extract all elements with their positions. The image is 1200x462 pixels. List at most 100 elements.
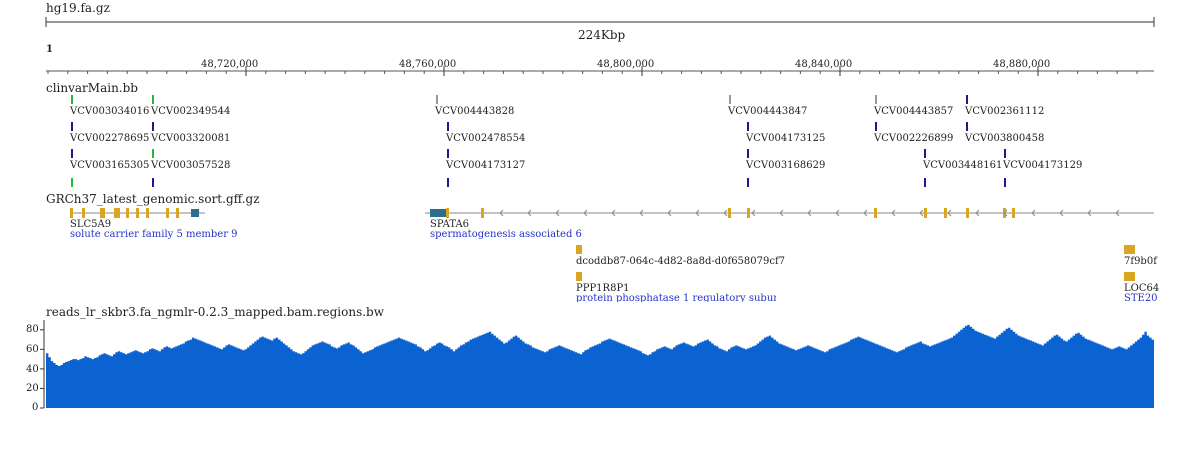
- strand-arrow: [751, 209, 756, 217]
- gene-name[interactable]: SLC5A9: [70, 219, 112, 230]
- gene-desc-clip: STE20: [1124, 293, 1164, 302]
- y-tick-label: 20: [26, 383, 39, 394]
- variant-label[interactable]: VCV003168629: [746, 160, 826, 171]
- ruler-tick-label: 48,800,000: [597, 59, 655, 70]
- track-label-genes[interactable]: GRCh37_latest_genomic.sort.gff.gz: [46, 192, 260, 206]
- exon: [728, 208, 731, 218]
- strand-arrow: [1087, 209, 1092, 217]
- variant-mark: [966, 95, 968, 104]
- exon: [126, 208, 129, 218]
- variant-mark: [152, 122, 154, 131]
- variant-label[interactable]: VCV004173127: [446, 160, 526, 171]
- utr: [191, 209, 199, 217]
- track-label-clinvar[interactable]: clinvarMain.bb: [46, 81, 138, 95]
- variant-label[interactable]: VCV004173129: [1003, 160, 1083, 171]
- variant-label[interactable]: VCV004173125: [746, 133, 826, 144]
- variant-label[interactable]: VCV002478554: [446, 133, 526, 144]
- gene-name[interactable]: dcoddb87-064c-4d82-8a8d-d0f658079cf7: [576, 256, 786, 267]
- exon: [100, 208, 105, 218]
- variant-label[interactable]: VCV002349544: [151, 106, 231, 117]
- strand-arrow: [667, 209, 672, 217]
- gene-name[interactable]: LOC64: [1124, 283, 1160, 294]
- strand-arrow: [779, 209, 784, 217]
- exon: [446, 208, 449, 218]
- gene-name[interactable]: PPP1R8P1: [576, 283, 630, 294]
- y-tick-label: 80: [26, 324, 39, 335]
- variant-mark: [152, 149, 154, 158]
- exon: [82, 208, 85, 218]
- exon: [874, 208, 877, 218]
- gene-block: [1124, 272, 1135, 281]
- strand-arrow: [807, 209, 812, 217]
- track-label-coverage[interactable]: reads_lr_skbr3.fa_ngmlr-0.2.3_mapped.bam…: [46, 305, 385, 319]
- strand-arrow: [1115, 209, 1120, 217]
- strand-arrow: [863, 209, 868, 217]
- variant-mark: [924, 149, 926, 158]
- ruler-tick-label: 48,880,000: [993, 59, 1051, 70]
- variant-mark: [729, 95, 731, 104]
- exon: [944, 208, 947, 218]
- variant-mark: [447, 149, 449, 158]
- gene-description: solute carrier family 5 member 9: [70, 229, 238, 240]
- strand-arrow: [1031, 209, 1036, 217]
- ruler-tick-label: 48,840,000: [795, 59, 853, 70]
- assembly-name: hg19.fa.gz: [46, 1, 110, 15]
- variant-label[interactable]: VCV002226899: [874, 133, 954, 144]
- strand-arrow: [835, 209, 840, 217]
- variant-label[interactable]: VCV004443828: [435, 106, 515, 117]
- gene-name[interactable]: SPATA6: [430, 219, 470, 230]
- exon: [166, 208, 169, 218]
- strand-arrow: [975, 209, 980, 217]
- variant-mark: [71, 149, 73, 158]
- variant-label[interactable]: VCV002361112: [965, 106, 1045, 117]
- variant-label[interactable]: VCV003165305: [70, 160, 150, 171]
- exon: [966, 208, 969, 218]
- variant-label[interactable]: VCV003320081: [151, 133, 231, 144]
- variant-label[interactable]: VCV004443857: [874, 106, 954, 117]
- variant-mark: [875, 122, 877, 131]
- gene-description: spermatogenesis associated 6: [430, 229, 582, 240]
- variant-label[interactable]: VCV004443847: [728, 106, 808, 117]
- variant-mark: [747, 122, 749, 131]
- variant-mark: [71, 95, 73, 104]
- exon: [176, 208, 179, 218]
- y-tick-label: 0: [32, 402, 39, 413]
- variant-mark: [436, 95, 438, 104]
- strand-arrow: [583, 209, 588, 217]
- strand-arrow: [499, 209, 504, 217]
- coverage-area: [46, 324, 1154, 408]
- variant-mark: [924, 178, 926, 187]
- variant-mark: [152, 178, 154, 187]
- strand-arrow: [1059, 209, 1064, 217]
- variant-label[interactable]: VCV003034016: [70, 106, 150, 117]
- variant-mark: [1004, 178, 1006, 187]
- strand-arrow: [555, 209, 560, 217]
- ruler-tick-label: 48,720,000: [201, 59, 259, 70]
- strand-arrow: [723, 209, 728, 217]
- exon: [136, 208, 139, 218]
- variant-mark: [71, 178, 73, 187]
- variant-mark: [447, 178, 449, 187]
- exon: [924, 208, 927, 218]
- ruler-tick-label: 48,760,000: [399, 59, 457, 70]
- variant-label[interactable]: VCV003057528: [151, 160, 231, 171]
- gene-name[interactable]: 7f9b0f: [1124, 256, 1157, 267]
- strand-arrow: [695, 209, 700, 217]
- strand-arrow: [891, 209, 896, 217]
- gene-block: [576, 245, 582, 254]
- variant-label[interactable]: VCV003800458: [965, 133, 1045, 144]
- gene-description: protein phosphatase 1 regulatory subun: [576, 293, 776, 302]
- strand-arrow: [947, 209, 952, 217]
- exon: [70, 208, 73, 218]
- y-tick-label: 40: [26, 364, 39, 375]
- gene-desc-clip: protein phosphatase 1 regulatory subun: [576, 293, 776, 302]
- variant-mark: [747, 149, 749, 158]
- variant-label[interactable]: VCV002278695: [70, 133, 150, 144]
- variant-mark: [71, 122, 73, 131]
- variant-label[interactable]: VCV003448161: [923, 160, 1003, 171]
